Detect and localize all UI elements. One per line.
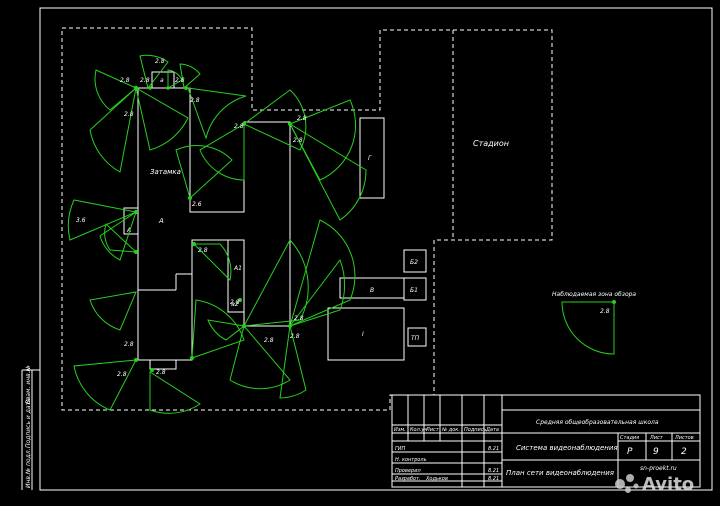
camera-height-labels: 2.8 2.8 2.8 2.8 2.8 2.8 2.8 2.8 2.8 2.6 … xyxy=(76,58,636,378)
camera-zones xyxy=(67,54,615,414)
building-i xyxy=(327,307,405,361)
cam-h-14: 2.8 xyxy=(230,299,240,306)
watermark-text: Avito xyxy=(642,474,694,495)
building-v xyxy=(339,277,405,299)
row-prov-date: 8.21 xyxy=(488,468,499,474)
building-g xyxy=(359,117,385,199)
row-razr-role: Разработ. xyxy=(395,476,421,482)
cam-h-10: 2.6 xyxy=(192,201,202,208)
row-gip-role: ГИП xyxy=(395,446,406,452)
stadium-label: Стадион xyxy=(473,139,509,148)
row-gip-date: 8.21 xyxy=(488,446,499,452)
building-a-label: А xyxy=(158,217,164,225)
cam-h-5: 2.8 xyxy=(190,97,200,104)
row-razr-date: 8.21 xyxy=(488,476,499,482)
row-nk-role: Н. контроль xyxy=(395,457,427,463)
a-entry-label: А xyxy=(126,227,131,234)
cam-h-4: 2.8 xyxy=(175,77,185,84)
col-sign: Подпись xyxy=(464,427,487,433)
col-kol: Кол.уч xyxy=(410,427,427,433)
building-b2-label: Б2 xyxy=(410,259,418,266)
row-prov-role: Проверил xyxy=(395,468,421,474)
cam-h-2: 2.8 xyxy=(140,77,150,84)
building-b2 xyxy=(403,249,427,273)
drawing-frame xyxy=(39,7,713,491)
building-a1-label: А1 xyxy=(233,265,242,272)
system-title: Система видеонаблюдения xyxy=(516,444,618,452)
side-stamp-3: Взам. инв.№ xyxy=(25,365,32,404)
cam-h-9: 2.8 xyxy=(293,137,303,144)
cam-h-1: 2.8 xyxy=(120,77,130,84)
stage-value: Р xyxy=(627,447,633,457)
building-tp xyxy=(407,327,427,347)
building-v-label: В xyxy=(370,287,374,294)
cam-h-13: 2.8 xyxy=(294,315,304,322)
cam-h-7: 2.8 xyxy=(234,123,244,130)
building-tp-label: ТП xyxy=(411,335,420,342)
cam-h-6: 2.8 xyxy=(124,111,134,118)
cam-h-15: 2.8 xyxy=(264,337,274,344)
building-g-label: Г xyxy=(368,155,372,162)
col-list: Лист xyxy=(425,427,440,433)
side-stamp-1: Инв.№ подл. xyxy=(25,448,32,488)
cam-h-17: 2.8 xyxy=(124,341,134,348)
a-small-label: а xyxy=(160,77,164,84)
cam-h-19: 2.8 xyxy=(156,369,166,376)
building-b1-label: Б1 xyxy=(410,287,418,294)
sheet-title: План сети видеонаблюдения xyxy=(506,469,614,477)
school-title: Средняя общеобразовательная школа xyxy=(536,419,659,426)
cam-h-12: 2.8 xyxy=(198,247,208,254)
website-text: sn-proekt.ru xyxy=(640,465,677,472)
cam-h-3: 2.8 xyxy=(155,58,165,65)
outdoor-zone xyxy=(561,301,615,355)
cam-h-16: 2.8 xyxy=(290,333,300,340)
title-block: Изм. Кол.уч Лист № док. Подпись Дата ГИП… xyxy=(391,394,701,488)
sheets-header: Листов xyxy=(674,435,694,441)
building-i-label: I xyxy=(362,331,364,338)
sheets-value: 2 xyxy=(681,447,687,457)
site-boundary xyxy=(61,27,553,411)
cam-h-8: 2.8 xyxy=(297,115,307,122)
row-razr-name: Ходьков xyxy=(425,476,448,482)
sheet-header: Лист xyxy=(649,435,664,441)
sheet-value: 9 xyxy=(653,447,659,457)
cam-h-18: 2.8 xyxy=(117,371,127,378)
col-date: Дата xyxy=(485,427,499,433)
col-izm: Изм. xyxy=(394,427,406,433)
col-doc: № док. xyxy=(441,427,460,433)
outdoor-zone-label: Наблюдаемая зона обзора xyxy=(552,291,636,298)
avito-watermark: Avito xyxy=(615,474,694,495)
cam-h-20: 2.8 xyxy=(600,308,610,315)
zatamka-label: Затамка xyxy=(150,168,181,176)
cam-h-11: 3.6 xyxy=(76,217,86,224)
a2-label: а2 xyxy=(231,301,239,308)
camera-points xyxy=(133,85,616,372)
stage-header: Стадия xyxy=(620,435,639,441)
side-stamp-2: Подпись и дата xyxy=(25,398,32,448)
